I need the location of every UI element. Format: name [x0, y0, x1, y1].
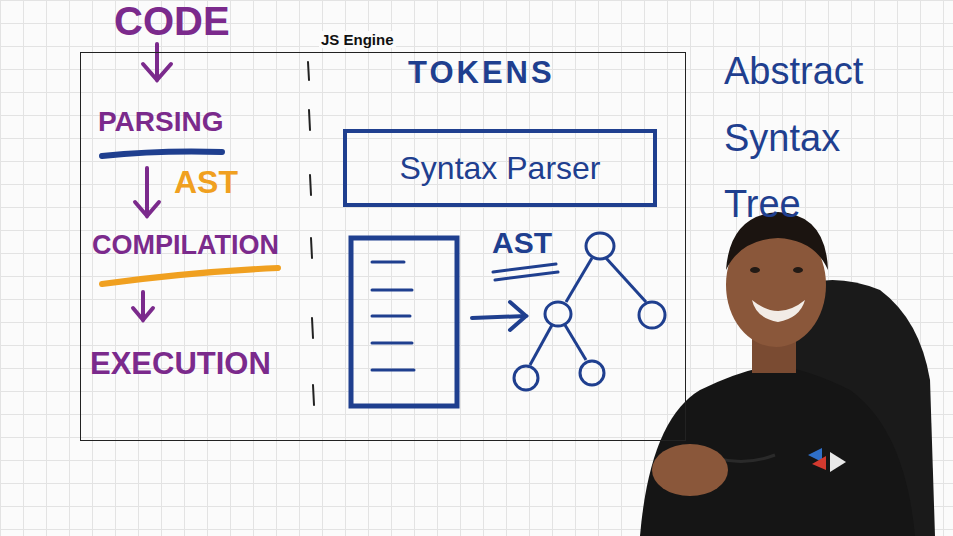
arrow [472, 302, 526, 330]
sketch-label: EXECUTION [90, 346, 271, 382]
underline [493, 264, 558, 280]
sketch-label: AST [174, 164, 238, 201]
sketch-label: COMPILATION [92, 230, 279, 261]
frame-heading: JS Engine [319, 31, 396, 48]
process-box: Syntax Parser [343, 129, 657, 207]
dashed-divider [308, 62, 314, 405]
sketch-label: TOKENS [408, 55, 555, 91]
box-label: Syntax Parser [400, 150, 601, 187]
presenter [640, 212, 935, 536]
sketch-label: CODE [114, 0, 230, 44]
sketch-label: PARSING [98, 106, 224, 138]
document-icon [351, 238, 457, 406]
sketch-label: AST [492, 226, 552, 260]
side-note: Abstract Syntax Tree [724, 38, 894, 238]
underline [102, 268, 278, 284]
underline [102, 152, 222, 157]
